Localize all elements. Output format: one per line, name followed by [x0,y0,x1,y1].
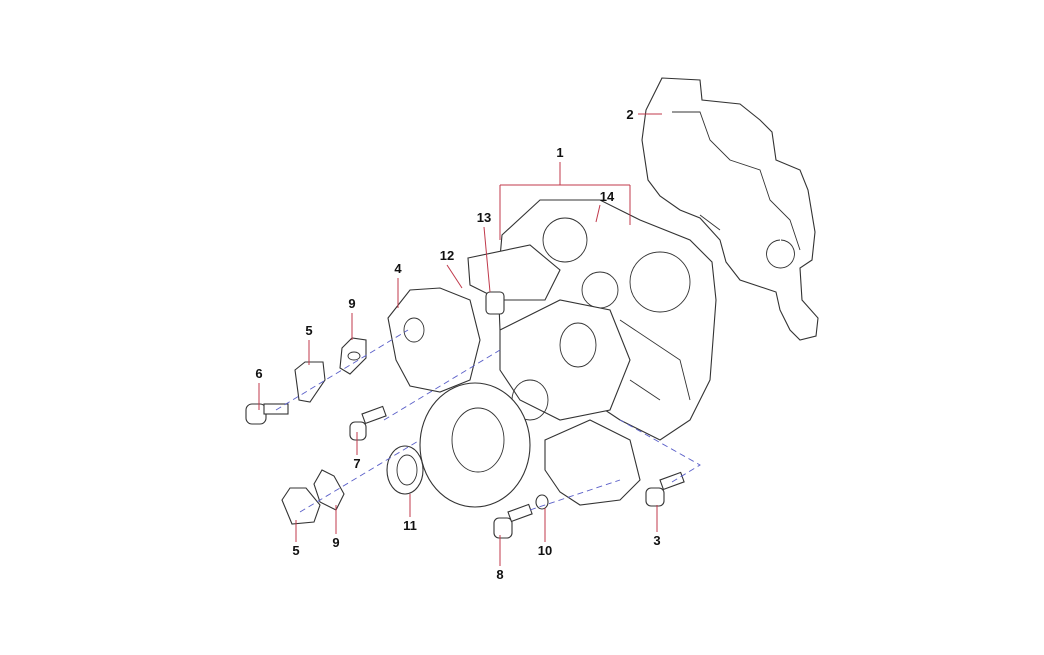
callout-label-12: 12 [440,248,454,263]
callout-label-13: 13 [477,210,491,225]
callout-label-8: 8 [496,567,503,582]
leader-line [483,226,491,293]
callout-label-1: 1 [556,145,563,160]
cover-plate-part [281,487,321,525]
callout-label-2: 2 [626,107,633,122]
bolt-part [349,405,387,441]
bracket-part [387,287,481,393]
washer-part [535,494,549,510]
callout-label-11: 11 [403,518,417,533]
callout-label-5: 5 [292,543,299,558]
leader-line [595,204,601,223]
callout-label-3: 3 [653,533,660,548]
callout-label-4: 4 [394,261,402,276]
bolt-part [493,503,533,539]
plate-part [467,244,561,301]
lower-cover-part [544,419,641,506]
callout-label-6: 6 [255,366,262,381]
callout-label-7: 7 [353,456,360,471]
callout-label-5: 5 [305,323,312,338]
gasket-small-part [339,337,367,375]
callout-label-9: 9 [348,296,355,311]
callout-label-14: 14 [600,189,615,204]
bolt-part [245,403,289,425]
leader-line [499,162,631,240]
oil-seal-part [386,445,424,495]
callout-label-9: 9 [332,535,339,550]
cover-plate-part [294,361,326,403]
pulley-part [419,382,531,508]
leader-line [446,264,463,289]
gasket-small-part [313,469,345,511]
pin-part [485,291,505,315]
gasket-part [641,77,819,341]
callout-label-10: 10 [538,543,552,558]
bolt-part [645,471,685,507]
